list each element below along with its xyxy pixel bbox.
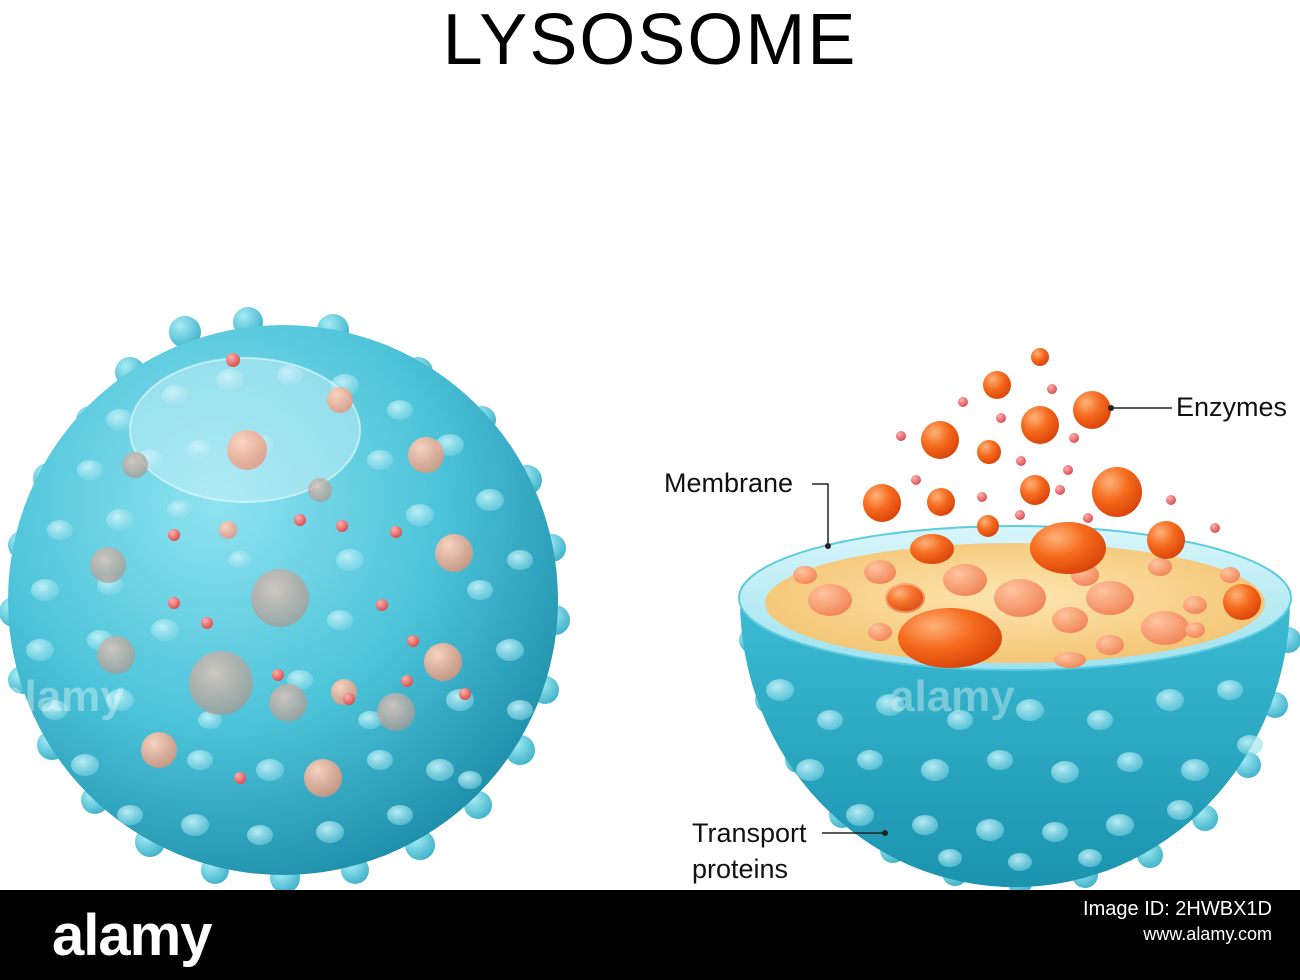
sphere-small-enzymes	[168, 353, 471, 784]
transport-proteins-label-line2: proteins	[692, 854, 789, 884]
leader-dots	[825, 405, 1114, 836]
lysosome-diagram	[0, 307, 1300, 890]
footer-logo: alamy	[52, 903, 212, 968]
footer-image-id: Image ID: 2HWBX1D	[1083, 898, 1272, 920]
leader-lines	[812, 407, 1172, 834]
watermark-center: alamy	[890, 672, 1015, 721]
bowl-dimples	[766, 679, 1263, 871]
sphere-inner-vesicles	[90, 387, 473, 797]
membrane-leader-line	[812, 483, 829, 543]
sphere-dimples	[26, 365, 533, 845]
stock-footer-bar: alamy Image ID: 2HWBX1D www.alamy.com	[0, 890, 1300, 980]
diagram-title: LYSOSOME	[442, 0, 858, 80]
sphere-highlight	[129, 357, 361, 503]
transport-proteins-label-line1: Transport	[692, 818, 807, 848]
watermark-left: alamy	[0, 672, 125, 721]
footer-image-info: Image ID: 2HWBX1D www.alamy.com	[1083, 896, 1272, 946]
enzymes-label: Enzymes	[1176, 392, 1288, 422]
lumen-vesicles	[793, 522, 1261, 668]
released-enzymes	[863, 348, 1185, 559]
whole-lysosome	[0, 307, 570, 890]
membrane-label: Membrane	[664, 468, 794, 498]
lysosome-cross-section	[738, 348, 1300, 890]
bowl-outer-wall	[740, 600, 1290, 888]
released-small-enzymes	[896, 384, 1220, 533]
footer-url: www.alamy.com	[1143, 924, 1272, 944]
